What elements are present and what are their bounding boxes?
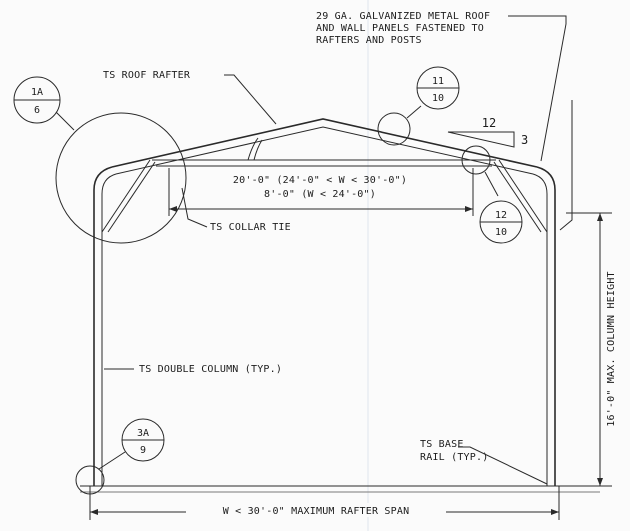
roof-panel-note-line-2: AND WALL PANELS FASTENED TO xyxy=(316,23,484,34)
bubble-12-top: 12 xyxy=(495,210,507,221)
double-column-note: TS DOUBLE COLUMN (TYP.) xyxy=(104,364,282,375)
bubble-12-bottom: 10 xyxy=(495,227,507,238)
detail-bubble-1a-6[interactable]: 1A 6 xyxy=(13,76,61,124)
collar-dim-text-2: 8'-0" (W < 24'-0") xyxy=(264,189,376,200)
detail-leader-11 xyxy=(406,105,422,119)
span-label-mask xyxy=(186,503,446,517)
wall-panel-leader xyxy=(559,100,573,231)
roof-panel-note-line-1: 29 GA. GALVANIZED METAL ROOF xyxy=(316,11,490,22)
rafter-span-dimension: W < 30'-0" MAXIMUM RAFTER SPAN xyxy=(89,494,560,520)
detail-leader-12 xyxy=(484,171,499,197)
column-height-dimension: 16'-0" MAX. COLUMN HEIGHT xyxy=(566,212,617,487)
collar-strut xyxy=(247,137,259,161)
detail-circle-large xyxy=(55,112,187,244)
detail-circle-left-eave xyxy=(55,111,187,244)
bubble-3a-bottom: 9 xyxy=(140,445,146,456)
base-rail-label-2: RAIL (TYP.) xyxy=(420,452,488,463)
detail-circle-right-eave xyxy=(461,145,491,175)
slope-run: 12 xyxy=(482,116,496,130)
detail-circle-base xyxy=(75,465,105,495)
bubble-11-top: 11 xyxy=(432,76,444,87)
roof-rafter-label: TS ROOF RAFTER xyxy=(103,70,191,81)
roof-slope-indicator: 12 3 xyxy=(447,116,528,148)
column-height-label: 16'-0" MAX. COLUMN HEIGHT xyxy=(606,271,617,427)
bubble-11-bottom: 10 xyxy=(432,93,444,104)
right-knee-brace-2 xyxy=(493,161,542,233)
collar-dimension: 20'-0" (24'-0" < W < 30'-0") 8'-0" (W < … xyxy=(168,168,474,216)
roof-panel-note-line-3: RAFTERS AND POSTS xyxy=(316,35,422,46)
span-arrow-left xyxy=(90,509,98,515)
height-arrow-top xyxy=(597,213,603,221)
left-knee-brace-2 xyxy=(107,161,156,233)
right-eave-outer xyxy=(536,166,556,191)
base-rail-note: TS BASE RAIL (TYP.) xyxy=(420,439,548,485)
left-eave-outer xyxy=(93,166,113,191)
collar-dim-text-1: 20'-0" (24'-0" < W < 30'-0") xyxy=(233,175,407,186)
roof-panel-note: 29 GA. GALVANIZED METAL ROOF AND WALL PA… xyxy=(316,11,573,231)
bubble-1a-top: 1A xyxy=(31,87,43,98)
double-column-label: TS DOUBLE COLUMN (TYP.) xyxy=(139,364,282,375)
slope-rise: 3 xyxy=(521,133,528,147)
detail-bubble-11-10[interactable]: 11 10 xyxy=(416,66,460,110)
rafter-span-label: W < 30'-0" MAXIMUM RAFTER SPAN xyxy=(223,506,410,517)
base-rail-leader xyxy=(458,446,548,485)
bubble-3a-top: 3A xyxy=(137,428,149,439)
collar-tie-leader xyxy=(181,187,208,228)
collar-tie-note: TS COLLAR TIE xyxy=(181,187,291,233)
collar-strut-2 xyxy=(253,139,263,161)
detail-circle-ridge xyxy=(377,112,411,146)
slope-triangle xyxy=(447,131,515,148)
detail-leader-3a xyxy=(98,451,126,470)
detail-bubble-3a-9[interactable]: 3A 9 xyxy=(121,418,165,462)
height-arrow-bottom xyxy=(597,478,603,486)
roof-panel-leader xyxy=(508,15,567,162)
collar-dim-arrow-left xyxy=(169,206,177,212)
bubble-1a-bottom: 6 xyxy=(34,105,40,116)
left-knee-brace xyxy=(101,159,151,233)
detail-bubble-12-10[interactable]: 12 10 xyxy=(479,200,523,244)
roof-rafter-leader xyxy=(224,74,277,125)
collar-dim-arrow-right xyxy=(465,206,473,212)
detail-leader-1a xyxy=(55,111,75,131)
roof-rafter-note: TS ROOF RAFTER xyxy=(103,70,277,125)
right-eave-inner xyxy=(532,173,548,195)
span-arrow-right xyxy=(551,509,559,515)
base-rail-label-1: TS BASE xyxy=(420,439,464,450)
right-knee-brace xyxy=(498,159,548,233)
left-eave-inner xyxy=(101,173,117,195)
roof-rafter-inner xyxy=(115,126,534,175)
collar-tie-label: TS COLLAR TIE xyxy=(210,222,291,233)
